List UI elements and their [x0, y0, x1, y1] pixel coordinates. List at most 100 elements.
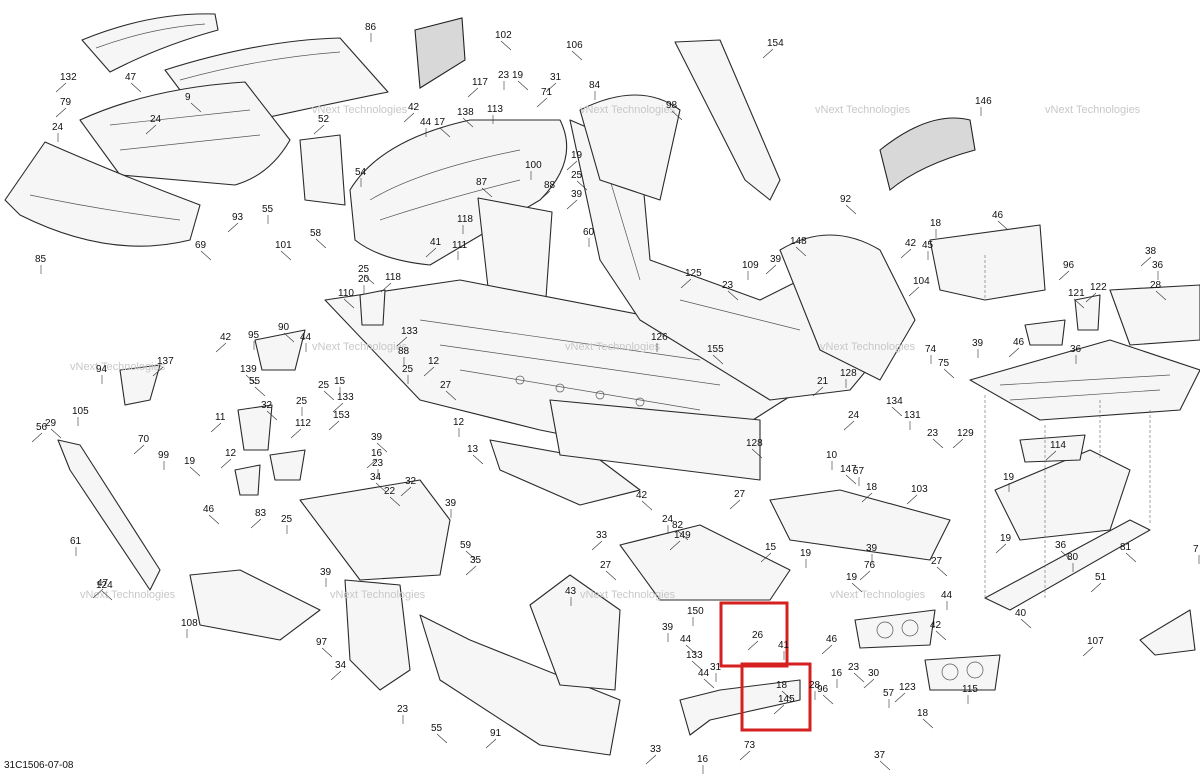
- leader-line: [500, 40, 512, 51]
- callout-25: 25: [571, 170, 588, 191]
- callout-31: 31: [710, 662, 722, 682]
- callout-32: 32: [400, 476, 417, 497]
- leader-line: [863, 678, 875, 689]
- callout-number: 138: [457, 107, 474, 118]
- leader-line: [465, 550, 477, 561]
- callout-44: 44: [300, 332, 312, 352]
- callout-80: 80: [1067, 552, 1079, 572]
- callout-29: 29: [45, 418, 62, 439]
- part-rail-81: [984, 519, 1151, 611]
- callout-24: 24: [52, 122, 64, 142]
- leader-line: [821, 644, 833, 655]
- dashed-leaders: [984, 255, 1151, 600]
- callout-number: 16: [831, 668, 843, 679]
- part-fender-147: [769, 489, 951, 561]
- callout-102: 102: [495, 30, 512, 51]
- callout-number: 31: [550, 72, 562, 83]
- callout-47: 47: [92, 578, 109, 599]
- callout-number: 71: [541, 87, 553, 98]
- leader-line: [851, 582, 863, 593]
- callout-69: 69: [195, 240, 212, 261]
- part-dash-frame-87: [349, 119, 568, 266]
- leader-line: [936, 566, 948, 577]
- callout-125: 125: [680, 268, 702, 289]
- callout-46: 46: [1008, 337, 1025, 358]
- callout-148: 148: [790, 236, 807, 257]
- part-lower-panel-108: [529, 574, 621, 691]
- callout-27: 27: [931, 556, 948, 577]
- callout-number: 12: [428, 356, 440, 367]
- callout-number: 57: [853, 466, 865, 477]
- callout-number: 121: [1068, 288, 1085, 299]
- callout-number: 36: [1070, 344, 1082, 355]
- leader-line: [712, 354, 724, 365]
- callout-87: 87: [476, 177, 493, 198]
- callout-121: 121: [1068, 288, 1085, 309]
- callout-number: 23: [498, 70, 510, 81]
- callout-number: 146: [975, 96, 992, 107]
- callout-83: 83: [250, 508, 267, 529]
- leader-line: [645, 754, 657, 765]
- part-step-145: [679, 679, 801, 736]
- callout-number: 35: [470, 555, 482, 566]
- callout-36: 36: [1055, 540, 1072, 561]
- callout-number: 123: [899, 682, 916, 693]
- leader-line: [795, 246, 807, 257]
- callout-25: 25: [358, 264, 375, 285]
- callout-number: 46: [1013, 337, 1025, 348]
- callout-118: 118: [457, 214, 473, 234]
- callout-21: 21: [812, 376, 829, 397]
- callout-number: 73: [744, 740, 756, 751]
- callout-13: 13: [467, 444, 484, 465]
- leader-line: [472, 454, 484, 465]
- callout-123: 123: [894, 682, 916, 703]
- callout-104: 104: [908, 276, 930, 297]
- callout-46: 46: [992, 210, 1009, 231]
- callout-number: 16: [371, 448, 383, 459]
- callout-20: 20: [358, 274, 370, 294]
- leader-line: [591, 540, 603, 551]
- callout-108: 108: [181, 618, 198, 638]
- leader-line: [859, 570, 871, 581]
- leader-line: [727, 290, 739, 301]
- callout-115: 115: [962, 684, 978, 704]
- callout-117: 117: [467, 77, 488, 98]
- leader-line: [101, 590, 113, 601]
- callout-number: 42: [636, 490, 648, 501]
- callout-111: 111: [452, 240, 468, 260]
- part-small-parts: [119, 134, 1101, 496]
- callout-number: 19: [184, 456, 196, 467]
- callout-23: 23: [498, 70, 510, 90]
- callout-number: 87: [476, 177, 488, 188]
- part-hood-132: [81, 13, 219, 73]
- callout-35: 35: [465, 555, 482, 576]
- callout-number: 100: [525, 160, 542, 171]
- callout-91: 91: [485, 728, 502, 749]
- callout-number: 59: [460, 540, 472, 551]
- callout-number: 24: [662, 514, 674, 525]
- leader-line: [685, 644, 697, 655]
- leader-line: [130, 82, 142, 93]
- leader-line: [439, 127, 451, 138]
- callout-number: 16: [697, 754, 709, 765]
- callout-146: 146: [975, 96, 992, 116]
- callout-58: 58: [310, 228, 327, 249]
- callout-number: 32: [405, 476, 417, 487]
- callout-number: 23: [722, 280, 734, 291]
- part-light-73: [924, 654, 1001, 691]
- callout-139: 139: [240, 364, 257, 385]
- leader-line: [328, 420, 340, 431]
- callout-number: 24: [52, 122, 64, 133]
- leader-line: [375, 482, 387, 493]
- callout-37: 37: [874, 750, 891, 771]
- callout-number: 19: [571, 150, 583, 161]
- leader-line: [245, 374, 257, 385]
- diagram-id: 31C1506-07-08: [4, 760, 74, 771]
- callout-number: 133: [686, 650, 703, 661]
- leader-line: [997, 220, 1009, 231]
- callout-124: 124: [96, 580, 113, 601]
- callout-55: 55: [249, 376, 266, 397]
- callout-number: 126: [651, 332, 668, 343]
- leader-line: [932, 438, 944, 449]
- leader-line: [280, 250, 292, 261]
